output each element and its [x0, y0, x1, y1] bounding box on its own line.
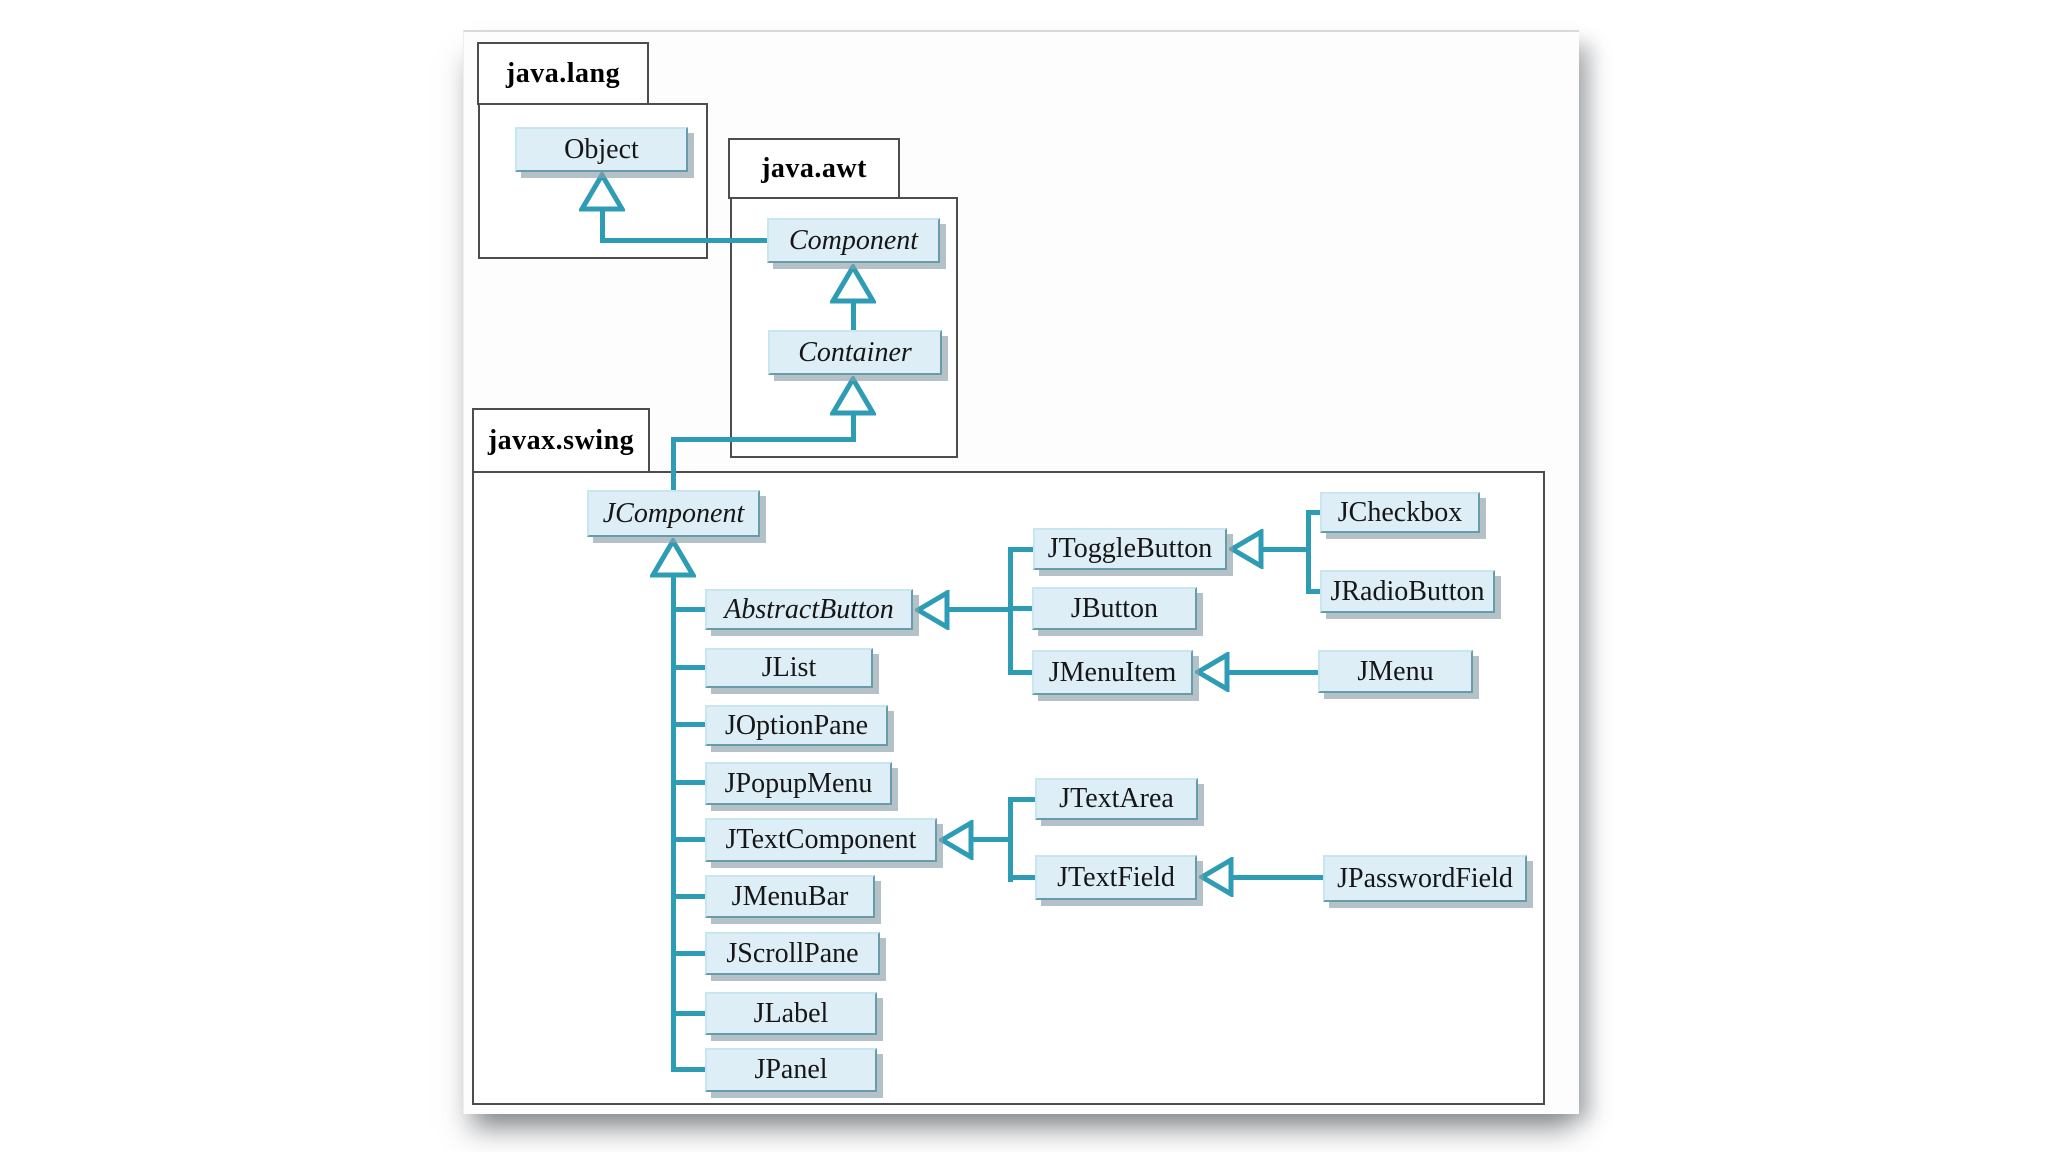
inheritance-arrow-up-icon	[579, 172, 625, 212]
package-tab-java-lang: java.lang	[477, 42, 649, 105]
class-box-joptionpane: JOptionPane	[705, 705, 888, 746]
connector	[671, 780, 707, 785]
class-box-jlist: JList	[705, 648, 873, 688]
inheritance-arrow-left-icon	[1199, 857, 1234, 897]
package-label: javax.swing	[487, 424, 635, 456]
connector	[600, 208, 605, 243]
class-box-jradiobutton: JRadioButton	[1320, 570, 1495, 613]
package-tab-java-awt: java.awt	[728, 138, 900, 199]
connector	[851, 300, 856, 332]
class-label: Component	[788, 224, 919, 256]
package-label: java.awt	[761, 152, 867, 184]
connector	[671, 665, 707, 670]
class-label: JScrollPane	[726, 937, 859, 969]
class-box-jpasswordfield: JPasswordField	[1323, 855, 1527, 902]
class-label: JPopupMenu	[724, 767, 873, 799]
class-label: JMenuBar	[731, 880, 849, 912]
class-box-jtextarea: JTextArea	[1035, 778, 1198, 820]
connector	[1306, 589, 1321, 594]
connector	[1008, 670, 1033, 675]
connector	[971, 837, 1012, 842]
class-box-jlabel: JLabel	[705, 992, 877, 1035]
class-box-jcomponent: JComponent	[587, 490, 760, 537]
class-box-jscrollpane: JScrollPane	[705, 932, 880, 975]
class-box-jtextcomponent: JTextComponent	[705, 818, 937, 862]
class-label: JComponent	[602, 497, 745, 529]
class-label: AbstractButton	[724, 593, 894, 625]
class-label: JRadioButton	[1330, 575, 1485, 607]
class-label: JOptionPane	[724, 709, 869, 741]
class-box-jmenubar: JMenuBar	[705, 875, 875, 918]
connector	[671, 894, 707, 899]
connector	[671, 1011, 707, 1016]
class-label: JPanel	[754, 1054, 828, 1085]
connector	[600, 238, 768, 243]
class-box-jcheckbox: JCheckbox	[1320, 492, 1480, 533]
connector	[1306, 510, 1321, 515]
class-box-jpanel: JPanel	[705, 1048, 877, 1092]
inheritance-arrow-left-icon	[1229, 529, 1264, 569]
package-tab-javax-swing: javax.swing	[472, 408, 650, 473]
inheritance-arrow-up-icon	[830, 264, 876, 304]
connector	[671, 722, 707, 727]
class-label: JTextComponent	[725, 824, 917, 855]
connector	[1008, 547, 1034, 552]
class-label: JMenu	[1357, 655, 1434, 687]
class-box-component: Component	[767, 218, 940, 263]
connector	[1008, 797, 1013, 882]
connector	[947, 607, 1012, 612]
inheritance-arrow-left-icon	[915, 590, 950, 630]
package-label: java.lang	[505, 57, 621, 89]
inheritance-arrow-up-icon	[650, 538, 696, 578]
class-label: JTextField	[1057, 861, 1175, 893]
connector	[1008, 606, 1033, 611]
class-box-object: Object	[515, 127, 688, 172]
connector	[671, 437, 856, 442]
class-box-jmenu: JMenu	[1318, 650, 1473, 693]
connector	[671, 574, 676, 1072]
class-label: JLabel	[753, 997, 829, 1029]
class-label: Object	[564, 133, 639, 165]
class-label: JList	[761, 652, 817, 683]
class-label: JButton	[1070, 592, 1159, 624]
connector	[671, 1067, 707, 1072]
inheritance-arrow-up-icon	[830, 376, 876, 416]
class-box-jpopupmenu: JPopupMenu	[705, 762, 892, 805]
connector	[1227, 670, 1319, 675]
connector	[1008, 875, 1036, 880]
connector	[671, 951, 707, 956]
class-box-container: Container	[768, 330, 942, 375]
connector	[1306, 510, 1311, 594]
class-label: JCheckbox	[1337, 496, 1463, 528]
class-box-jtextfield: JTextField	[1035, 855, 1197, 900]
connector	[1231, 875, 1324, 880]
class-label: JPasswordField	[1337, 862, 1513, 894]
connector	[851, 412, 856, 442]
class-box-jmenuitem: JMenuItem	[1032, 650, 1193, 695]
connector	[671, 607, 707, 612]
connector	[1261, 547, 1311, 552]
class-label: JMenuItem	[1048, 656, 1177, 688]
inheritance-arrow-left-icon	[939, 820, 974, 860]
class-label: JTextArea	[1059, 783, 1174, 814]
class-box-jbutton: JButton	[1032, 587, 1197, 630]
class-box-abstractbutton: AbstractButton	[705, 589, 913, 630]
class-box-jtogglebutton: JToggleButton	[1033, 528, 1227, 570]
class-label: Container	[798, 336, 912, 368]
inheritance-arrow-left-icon	[1195, 652, 1230, 692]
connector	[1008, 797, 1036, 802]
connector	[671, 437, 676, 492]
class-label: JToggleButton	[1047, 533, 1213, 564]
connector	[671, 837, 707, 842]
connector	[1008, 547, 1013, 675]
